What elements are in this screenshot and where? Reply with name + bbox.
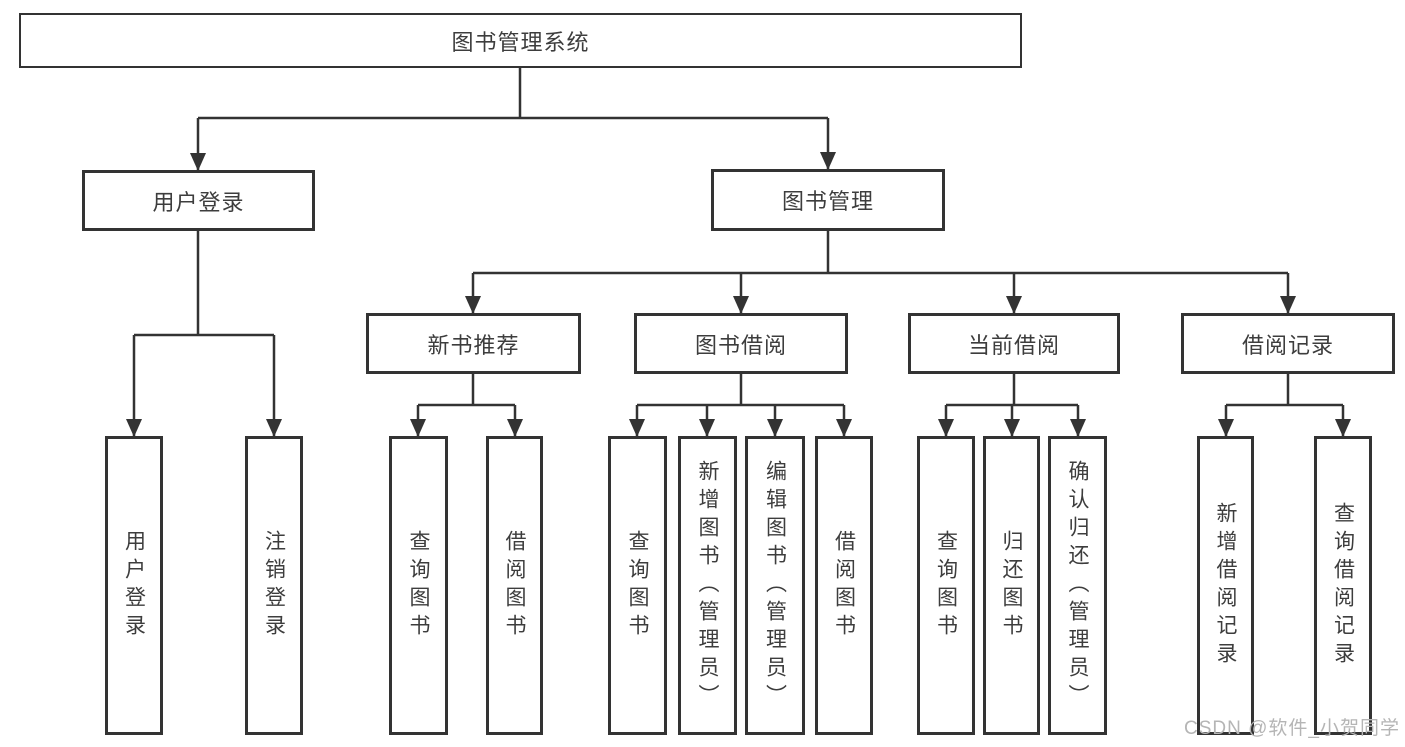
leaf-bb-borrow-books: 借阅图书 (815, 436, 873, 735)
leaf-br-add-record: 新增借阅记录 (1197, 436, 1254, 735)
node-current-borrow-label: 当前借阅 (967, 332, 1060, 358)
leaf-logout: 注销登录 (245, 436, 303, 735)
node-library-system-label: 图书管理系统 (451, 29, 590, 55)
node-library-system: 图书管理系统 (19, 13, 1022, 68)
leaf-cb-query-books-label: 查询图书 (934, 529, 958, 642)
csdn-watermark: CSDN @软件_小贺同学 (1184, 718, 1400, 739)
node-book-borrow: 图书借阅 (634, 313, 848, 374)
leaf-cb-return-books: 归还图书 (983, 436, 1040, 735)
leaf-br-add-record-label: 新增借阅记录 (1214, 501, 1237, 670)
leaf-nbr-borrow-books-label: 借阅图书 (503, 529, 526, 642)
leaf-bb-edit-books-admin-label: 编辑图书（管理员） (763, 459, 787, 712)
leaf-br-query-record-label: 查询借阅记录 (1331, 501, 1355, 670)
leaf-logout-label: 注销登录 (262, 529, 286, 642)
leaf-bb-query-books-label: 查询图书 (626, 529, 649, 642)
leaf-nbr-query-books-label: 查询图书 (407, 529, 430, 642)
node-book-borrow-label: 图书借阅 (694, 332, 787, 358)
leaf-nbr-borrow-books: 借阅图书 (486, 436, 543, 735)
node-book-management: 图书管理 (711, 169, 945, 231)
leaf-bb-borrow-books-label: 借阅图书 (832, 529, 856, 642)
node-user-login: 用户登录 (82, 170, 315, 231)
leaf-cb-query-books: 查询图书 (917, 436, 975, 735)
leaf-nbr-query-books: 查询图书 (389, 436, 448, 735)
leaf-user-login: 用户登录 (105, 436, 163, 735)
node-new-book-recommend-label: 新书推荐 (427, 332, 520, 358)
leaf-bb-add-books-admin-label: 新增图书（管理员） (696, 459, 719, 712)
leaf-bb-query-books: 查询图书 (608, 436, 667, 735)
node-borrow-records-label: 借阅记录 (1241, 332, 1334, 358)
node-new-book-recommend: 新书推荐 (366, 313, 581, 374)
leaf-bb-edit-books-admin: 编辑图书（管理员） (745, 436, 805, 735)
node-user-login-label: 用户登录 (152, 189, 245, 215)
leaf-bb-add-books-admin: 新增图书（管理员） (678, 436, 737, 735)
node-current-borrow: 当前借阅 (908, 313, 1120, 374)
leaf-br-query-record: 查询借阅记录 (1314, 436, 1372, 735)
leaf-cb-confirm-return-admin: 确认归还（管理员） (1048, 436, 1107, 735)
leaf-cb-confirm-return-admin-label: 确认归还（管理员） (1066, 459, 1089, 712)
node-borrow-records: 借阅记录 (1181, 313, 1395, 374)
node-book-management-label: 图书管理 (781, 189, 874, 214)
leaf-user-login-label: 用户登录 (122, 529, 146, 642)
leaf-cb-return-books-label: 归还图书 (1000, 529, 1023, 642)
